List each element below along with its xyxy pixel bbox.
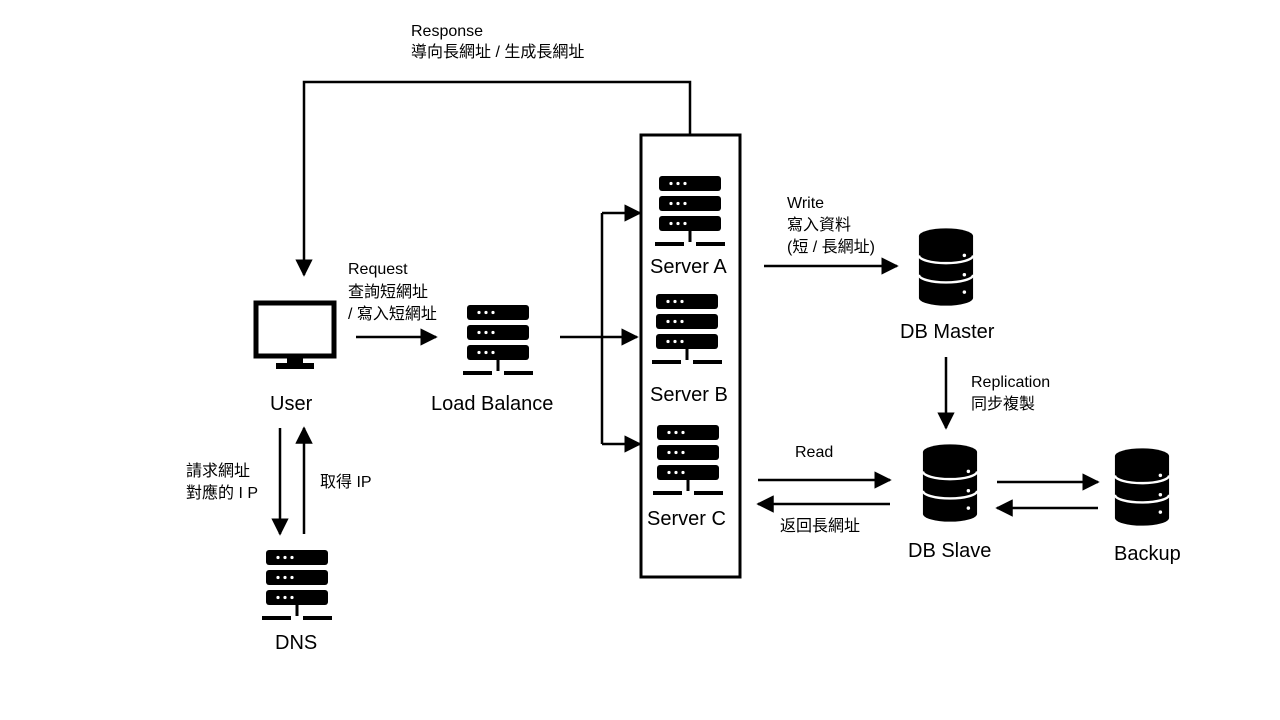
write-label-line3: (短 / 長網址): [787, 239, 875, 256]
dns-request-label-line1: 請求網址: [186, 463, 251, 480]
response-label-line1: Response: [411, 23, 484, 40]
dns-reply-label: 取得 IP: [320, 474, 372, 491]
response-arrow: [295, 80, 692, 277]
server-b-icon: [652, 294, 722, 364]
write-label-line2: 寫入資料: [787, 217, 852, 234]
dns-label: DNS: [275, 632, 318, 654]
dns-request-label-line2: 對應的 I P: [186, 485, 259, 502]
db-master-label: DB Master: [900, 321, 995, 343]
replication-label-line2: 同步複製: [971, 396, 1036, 413]
read-return-label: 返回長網址: [780, 518, 861, 535]
response-label-line2: 導向長網址 / 生成長網址: [411, 44, 585, 61]
backup-db-icon: [1113, 448, 1171, 526]
db-slave-label: DB Slave: [908, 540, 992, 562]
server-a-icon: [655, 176, 725, 246]
server-b-label: Server B: [650, 384, 728, 406]
server-a-label: Server A: [650, 256, 727, 278]
user-label: User: [270, 393, 313, 415]
monitor-icon: [253, 300, 337, 369]
server-c-label: Server C: [647, 508, 726, 530]
request-label-line2: 查詢短網址: [348, 284, 429, 301]
server-c-icon: [653, 425, 723, 495]
read-label: Read: [795, 444, 834, 461]
load-balance-server-icon: [463, 305, 533, 375]
db-master-icon: [917, 228, 975, 306]
backup-label: Backup: [1114, 543, 1181, 565]
write-label-line1: Write: [787, 195, 825, 212]
dns-server-icon: [262, 550, 332, 620]
request-label-line1: Request: [348, 261, 408, 278]
replication-label-line1: Replication: [971, 374, 1051, 391]
load-balance-label: Load Balance: [431, 393, 554, 415]
request-label-line3: / 寫入短網址: [348, 306, 437, 323]
db-slave-icon: [921, 444, 979, 522]
